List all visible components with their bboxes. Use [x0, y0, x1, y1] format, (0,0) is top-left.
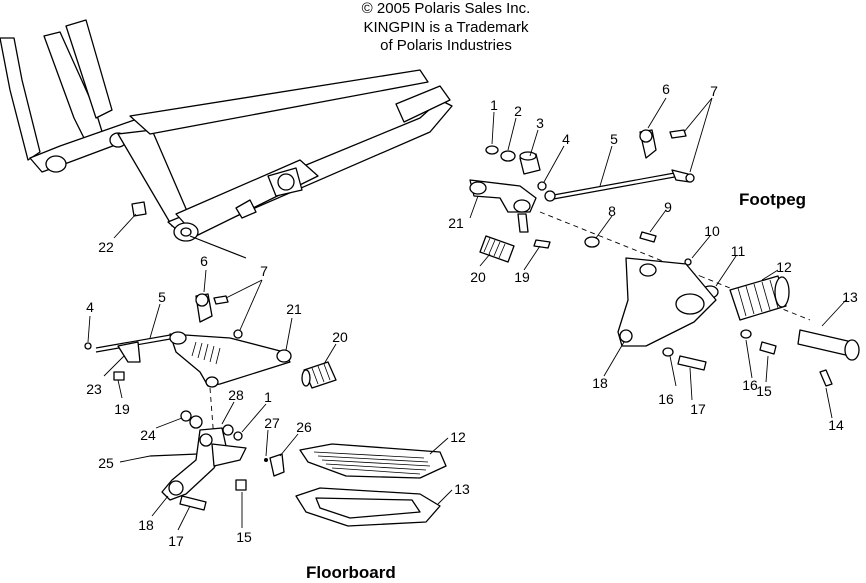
callout-14: 14 [828, 417, 844, 433]
callout-7: 7 [710, 83, 718, 99]
fb-callout-13: 13 [454, 481, 470, 497]
callout-15: 15 [756, 383, 772, 399]
fb-callout-25: 25 [98, 455, 114, 471]
trademark-line-2: of Polaris Industries [380, 37, 512, 54]
fb-callout-19: 19 [114, 401, 130, 417]
fb-callout-1: 1 [264, 389, 272, 405]
footpeg-drawing: 1 2 3 4 5 6 7 21 20 19 8 9 10 11 12 13 1… [448, 81, 860, 433]
callout-21: 21 [448, 215, 464, 231]
callout-11: 11 [731, 243, 746, 259]
callout-6: 6 [662, 81, 670, 97]
fb-callout-4: 4 [86, 299, 94, 315]
fb-callout-21: 21 [286, 301, 302, 317]
callout-8: 8 [608, 203, 616, 219]
fb-callout-7: 7 [260, 263, 268, 279]
callout-12: 12 [776, 259, 792, 275]
fb-callout-15: 15 [236, 529, 252, 545]
callout-16-right: 16 [742, 377, 758, 393]
fb-callout-6: 6 [200, 253, 208, 269]
fb-callout-18: 18 [138, 517, 154, 533]
fb-callout-26: 26 [296, 419, 312, 435]
fb-callout-23: 23 [86, 381, 102, 397]
callout-3: 3 [536, 115, 544, 131]
fb-callout-28: 28 [228, 387, 244, 403]
floorboard-section-title: Floorboard [306, 563, 396, 582]
callout-20: 20 [470, 269, 486, 285]
fb-callout-20: 20 [332, 329, 348, 345]
callout-22: 22 [98, 239, 114, 255]
callout-19: 19 [514, 269, 530, 285]
trademark-line-1: KINGPIN is a Trademark [363, 19, 529, 36]
callout-16-left: 16 [658, 391, 674, 407]
callout-5: 5 [610, 131, 618, 147]
floorboard-drawing: 4 5 6 7 21 20 23 19 24 28 1 27 26 25 18 … [84, 253, 470, 549]
fb-callout-27: 27 [264, 415, 280, 431]
frame-drawing [0, 19, 453, 259]
fb-callout-24: 24 [140, 427, 156, 443]
callout-18: 18 [592, 375, 608, 391]
callout-1: 1 [490, 97, 498, 113]
fb-callout-5: 5 [158, 289, 166, 305]
callout-9: 9 [664, 199, 672, 215]
callout-4: 4 [562, 131, 570, 147]
fb-callout-12: 12 [450, 429, 466, 445]
callout-2: 2 [514, 103, 522, 119]
fb-callout-17: 17 [168, 533, 184, 549]
footpeg-section-title: Footpeg [739, 190, 807, 209]
callout-13: 13 [842, 289, 858, 305]
callout-10: 10 [704, 223, 720, 239]
copyright-line: © 2005 Polaris Sales Inc. [361, 0, 531, 17]
callout-17: 17 [690, 401, 706, 417]
